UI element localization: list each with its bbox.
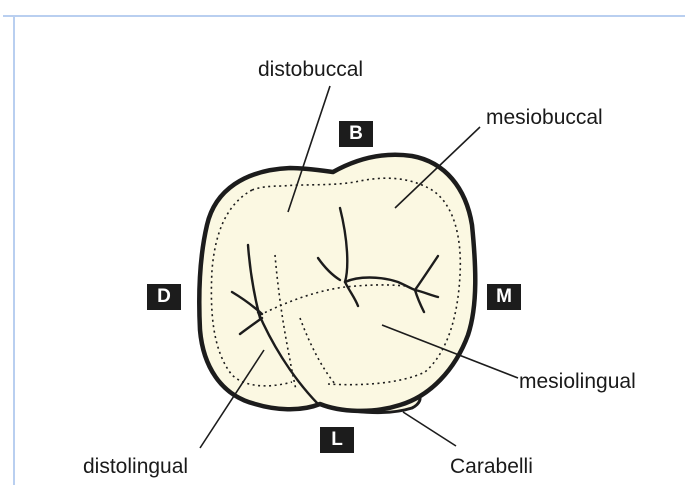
label-distobuccal: distobuccal [258,59,363,80]
badge-mesial: M [487,284,521,310]
badge-buccal: B [339,121,373,147]
label-carabelli: Carabelli [450,456,533,477]
label-distolingual: distolingual [83,456,188,477]
badge-lingual: L [320,427,354,453]
tooth-crown-outline [199,155,475,411]
label-mesiobuccal: mesiobuccal [486,107,603,128]
label-mesiolingual: mesiolingual [519,371,636,392]
badge-distal: D [147,284,181,310]
